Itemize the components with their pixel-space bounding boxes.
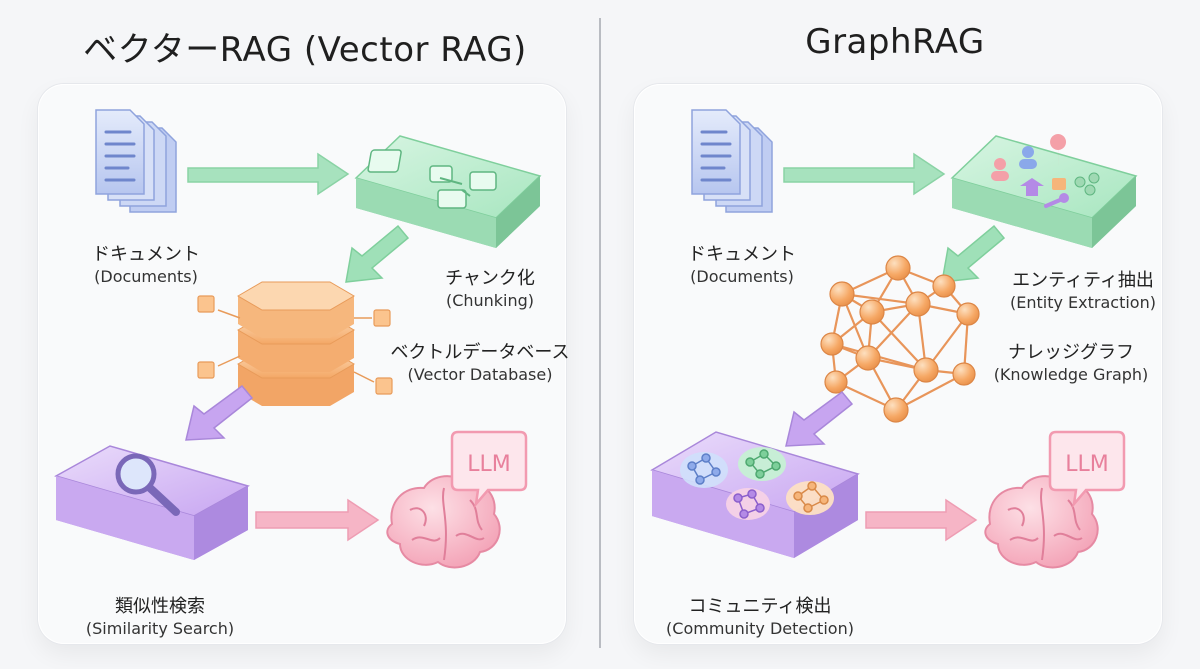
vector-database-icon bbox=[197, 281, 393, 406]
chunking-platform bbox=[354, 135, 542, 248]
label-documents: ドキュメント(Documents) bbox=[92, 244, 200, 286]
community-detection-platform bbox=[650, 431, 860, 558]
label-chunking: チャンク化(Chunking) bbox=[445, 268, 535, 310]
llm-text-right: LLM bbox=[1065, 452, 1109, 477]
arrow-db-to-search bbox=[185, 384, 254, 441]
brain-icon-right bbox=[984, 475, 1099, 569]
arrow-community-to-llm bbox=[865, 498, 978, 542]
knowledge-graph-icon bbox=[820, 255, 980, 423]
llm-bubble: LLM bbox=[450, 430, 528, 509]
arrow-chunking-to-db bbox=[345, 224, 410, 283]
center-divider bbox=[599, 18, 601, 648]
right-title: GraphRAG bbox=[805, 22, 985, 62]
magnifier-icon bbox=[115, 453, 180, 516]
label-vector-database: ベクトルデータベース(Vector Database) bbox=[390, 342, 570, 384]
arrow-graph-to-community bbox=[785, 390, 854, 447]
label-community-detection: コミュニティ検出(Community Detection) bbox=[666, 596, 854, 638]
llm-bubble-right: LLM bbox=[1048, 430, 1126, 509]
arrow-entity-to-graph bbox=[941, 224, 1006, 283]
arrow-docs-to-chunking bbox=[187, 152, 350, 196]
arrow-docs-to-entity bbox=[783, 152, 946, 196]
label-entity-extraction: エンティティ抽出(Entity Extraction) bbox=[1010, 270, 1156, 312]
documents-icon-right bbox=[691, 109, 773, 213]
label-knowledge-graph: ナレッジグラフ(Knowledge Graph) bbox=[993, 342, 1149, 384]
brain-icon bbox=[386, 475, 501, 569]
llm-text: LLM bbox=[467, 452, 511, 477]
label-documents-right: ドキュメント(Documents) bbox=[688, 244, 796, 286]
arrow-search-to-llm bbox=[255, 498, 380, 542]
documents-icon bbox=[95, 109, 177, 213]
label-similarity-search: 類似性検索(Similarity Search) bbox=[85, 596, 235, 638]
entity-extraction-platform bbox=[950, 134, 1138, 248]
left-title: ベクターRAG (Vector RAG) bbox=[83, 30, 527, 70]
